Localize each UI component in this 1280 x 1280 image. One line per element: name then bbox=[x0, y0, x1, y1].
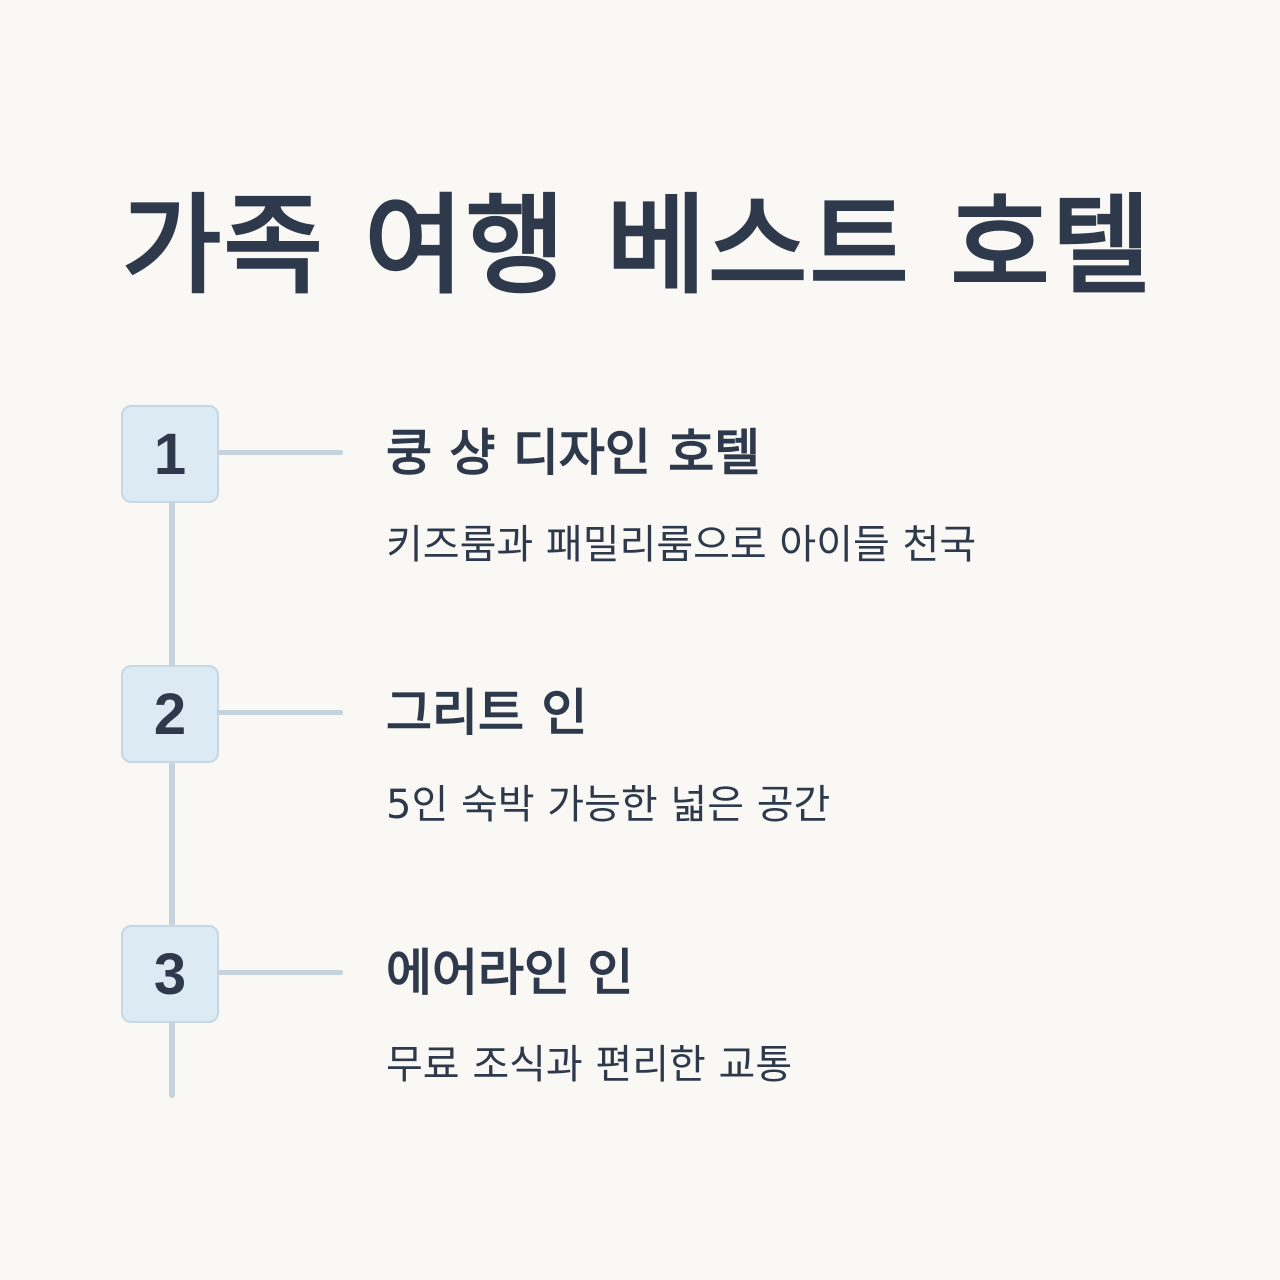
step-description: 5인 숙박 가능한 넓은 공간 bbox=[386, 782, 831, 828]
step-item-2: 2 그리트 인 5인 숙박 가능한 넓은 공간 bbox=[0, 665, 1280, 865]
step-item-3: 3 에어라인 인 무료 조식과 편리한 교통 bbox=[0, 925, 1280, 1125]
step-description: 무료 조식과 편리한 교통 bbox=[386, 1042, 793, 1088]
step-number-badge: 1 bbox=[121, 405, 219, 503]
step-number-badge: 2 bbox=[121, 665, 219, 763]
step-connector bbox=[217, 450, 343, 455]
step-number-badge: 3 bbox=[121, 925, 219, 1023]
timeline-line bbox=[169, 450, 175, 1098]
step-connector bbox=[217, 970, 343, 975]
step-title: 에어라인 인 bbox=[386, 944, 634, 1002]
step-item-1: 1 쿵 샹 디자인 호텔 키즈룸과 패밀리룸으로 아이들 천국 bbox=[0, 405, 1280, 605]
step-description: 키즈룸과 패밀리룸으로 아이들 천국 bbox=[386, 522, 977, 568]
step-title: 쿵 샹 디자인 호텔 bbox=[386, 424, 761, 482]
step-connector bbox=[217, 710, 343, 715]
step-title: 그리트 인 bbox=[386, 684, 588, 742]
page-title: 가족 여행 베스트 호텔 bbox=[122, 184, 1154, 309]
